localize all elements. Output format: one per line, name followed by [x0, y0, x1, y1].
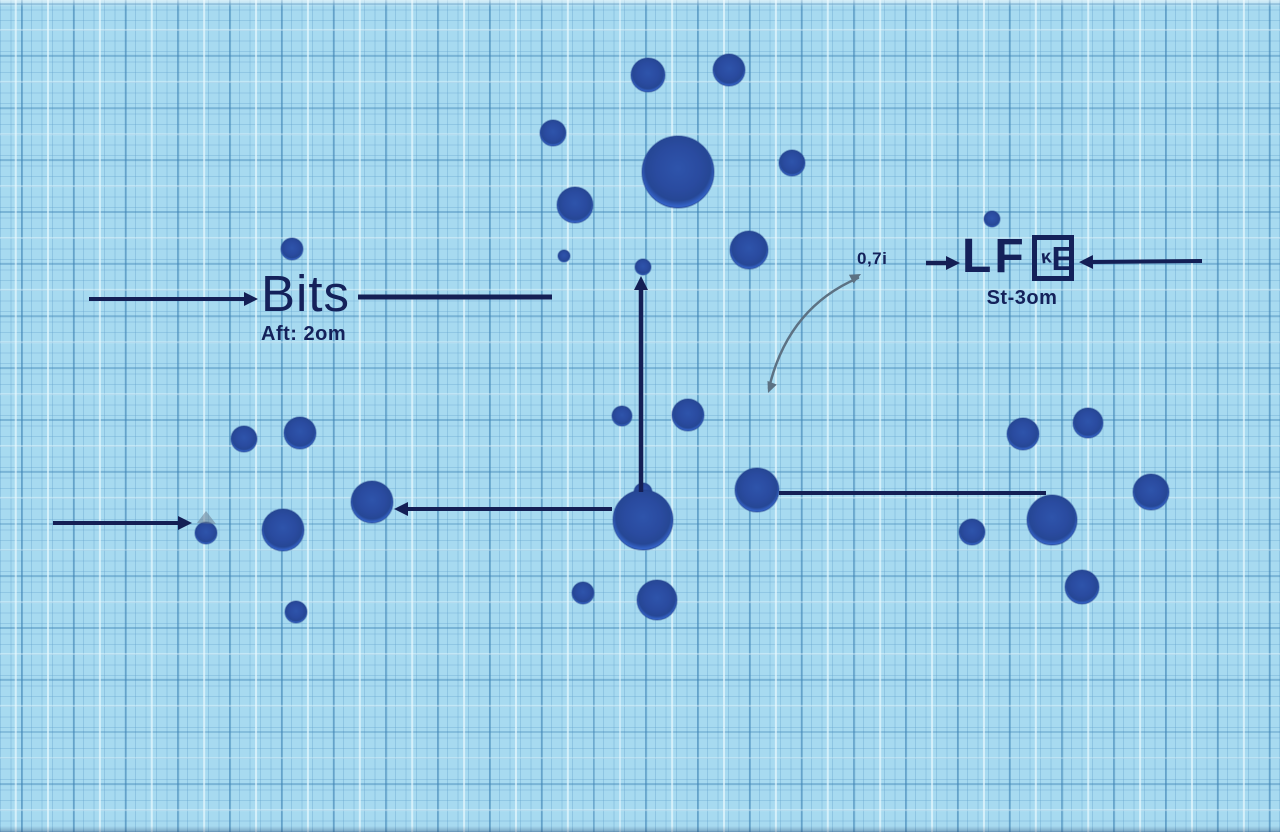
dot [280, 237, 304, 261]
dot [571, 581, 595, 605]
ratio-label: 0,7i [857, 249, 888, 268]
dot [261, 508, 305, 552]
dot [611, 405, 633, 427]
bits-label-group: Bits Aft: 2om [261, 265, 351, 346]
curved-ratio-arrow-head [848, 274, 861, 284]
dot [1064, 569, 1100, 605]
arrow-to-bits-head [244, 292, 258, 306]
dot [539, 119, 567, 147]
arrow-far-left-head [178, 516, 192, 530]
dot [557, 249, 571, 263]
dot [1072, 407, 1104, 439]
curved-ratio-arrow [767, 276, 860, 390]
lf-row: LF κ E [962, 232, 1082, 282]
dot [194, 521, 218, 545]
dot [1132, 473, 1170, 511]
dot [630, 57, 666, 93]
dot [1026, 494, 1078, 546]
dot [734, 467, 780, 513]
lf-box-big-glyph: E [1051, 239, 1074, 277]
lf-boxed-glyph: κ E [1031, 235, 1074, 281]
dot [230, 425, 258, 453]
gray-mark [197, 511, 216, 524]
dot [958, 518, 986, 546]
arrow-after-lf-head [1079, 255, 1094, 269]
lf-label-group: LF κ E St-3om [962, 232, 1082, 310]
dot [1006, 417, 1040, 451]
dot [712, 53, 746, 87]
curved-ratio-arrow-head [767, 380, 777, 393]
arrow-left-center-head [394, 502, 408, 516]
dot [556, 186, 594, 224]
dot [983, 210, 1001, 228]
bits-label: Bits [261, 265, 351, 322]
arrow-after-lf [1092, 259, 1203, 264]
dot [612, 489, 674, 551]
dot [284, 600, 308, 624]
dot [634, 258, 652, 276]
dot [729, 230, 769, 270]
lf-box-small-glyph: κ [1039, 246, 1053, 269]
arrow-before-lf-head [946, 256, 960, 270]
lf-label: LF [962, 230, 1027, 283]
lf-sublabel: St-3om [986, 287, 1058, 309]
dot [671, 398, 705, 432]
dot [350, 480, 394, 524]
dot [778, 149, 806, 177]
dot [283, 416, 317, 450]
bits-sublabel: Aft: 2om [261, 323, 347, 346]
dot [636, 579, 678, 621]
dot [641, 135, 715, 209]
arrow-up-center-head [634, 276, 648, 290]
